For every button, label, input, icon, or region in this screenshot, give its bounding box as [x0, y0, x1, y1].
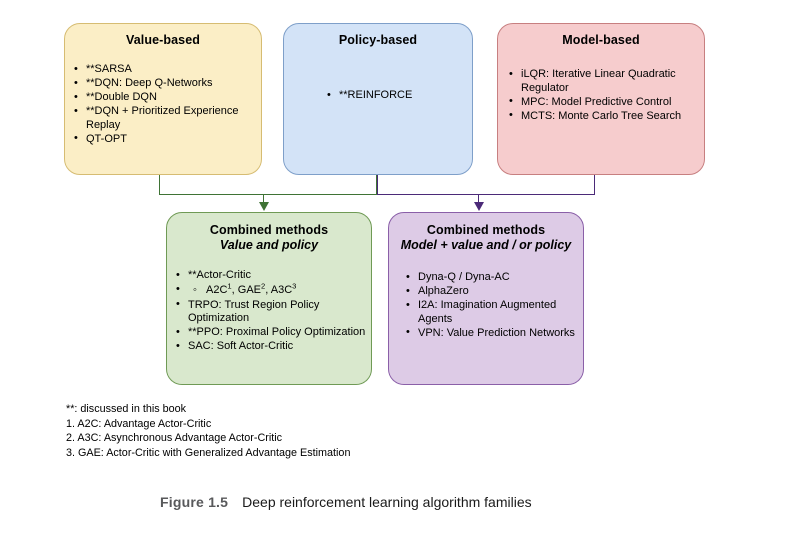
connector-green-from-policy-based [376, 175, 378, 195]
sub-item-sep2: , [265, 284, 271, 297]
sub-list-item: A2C1, GAE2, A3C3 [175, 281, 371, 298]
sub-item-a3c-sup: 3 [292, 281, 297, 291]
box-policy-based: Policy-based **REINFORCE [283, 23, 473, 175]
box-combined-model-value-policy-subtitle: Model + value and / or policy [400, 238, 572, 252]
list-item-sub-wrapper: A2C1, GAE2, A3C3 [175, 281, 371, 298]
footnote-line: 2. A3C: Asynchronous Advantage Actor-Cri… [66, 432, 283, 445]
sub-item-a2c: A2C [206, 284, 228, 297]
list-item: MPC: Model Predictive Control [508, 95, 704, 110]
arrowhead-green-icon [259, 202, 269, 211]
list-item: **DQN: Deep Q-Networks [73, 77, 261, 91]
box-value-based-list: **SARSA **DQN: Deep Q-Networks **Double … [73, 63, 261, 147]
footnote-line: 3. GAE: Actor-Critic with Generalized Ad… [66, 446, 351, 459]
sub-item-sep1: , [231, 284, 238, 297]
box-combined-value-policy-title: Combined methods [209, 223, 329, 237]
box-combined-model-value-policy-list: Dyna-Q / Dyna-AC AlphaZero I2A: Imaginat… [405, 271, 583, 340]
arrowhead-purple-icon [474, 202, 484, 211]
list-item: AlphaZero [405, 285, 583, 299]
sub-item-gae: GAE [237, 284, 261, 297]
box-policy-based-list: **REINFORCE [326, 89, 472, 103]
footnote-line: 1. A2C: Advantage Actor-Critic [66, 417, 212, 430]
connector-green-to-combined-vp [263, 194, 265, 207]
figure-caption-label: Figure 1.5 [160, 494, 229, 510]
figure-caption-text: Deep reinforcement learning algorithm fa… [242, 494, 532, 510]
list-item: I2A: Imagination Augmented Agents [405, 299, 583, 326]
sub-item-a2c-sup: 1 [227, 281, 232, 291]
list-item: MCTS: Monte Carlo Tree Search [508, 109, 704, 124]
list-item: **Double DQN [73, 91, 261, 105]
box-value-based-title: Value-based [125, 33, 201, 47]
list-item: **DQN + Prioritized Experience Replay [73, 105, 261, 132]
box-combined-value-policy: Combined methods Value and policy **Acto… [166, 212, 372, 385]
sub-item-a3c: A3C [270, 284, 293, 297]
list-item: **Actor-Critic [175, 269, 371, 283]
list-item: **PPO: Proximal Policy Optimization [175, 326, 371, 340]
figure-caption: Figure 1.5 Deep reinforcement learning al… [160, 492, 532, 512]
list-item: SAC: Soft Actor-Critic [175, 340, 371, 354]
box-value-based: Value-based **SARSA **DQN: Deep Q-Networ… [64, 23, 262, 175]
box-model-based: Model-based iLQR: Iterative Linear Quadr… [497, 23, 705, 175]
connector-purple-from-model-based [594, 175, 596, 195]
box-combined-value-policy-subtitle: Value and policy [219, 238, 319, 252]
list-item: TRPO: Trust Region Policy Optimization [175, 298, 371, 326]
list-item: **SARSA [73, 63, 261, 77]
sub-item-gae-sup: 2 [261, 281, 266, 291]
connector-purple-from-policy-based [377, 175, 379, 195]
box-combined-model-value-policy: Combined methods Model + value and / or … [388, 212, 584, 385]
connector-purple-horizontal [377, 194, 595, 196]
connector-green-horizontal [159, 194, 377, 196]
list-item: QT-OPT [73, 132, 261, 147]
list-item: iLQR: Iterative Linear Quadratic Regulat… [508, 67, 704, 95]
connector-purple-to-combined-mvp [478, 194, 480, 207]
box-combined-value-policy-sublist: A2C1, GAE2, A3C3 [175, 281, 371, 298]
box-policy-based-title: Policy-based [338, 33, 418, 47]
box-model-based-list: iLQR: Iterative Linear Quadratic Regulat… [508, 67, 704, 124]
connector-green-from-value-based [159, 175, 161, 195]
list-item: **REINFORCE [326, 89, 472, 103]
box-combined-value-policy-list: **Actor-Critic A2C1, GAE2, A3C3 TRPO: Tr… [175, 269, 371, 354]
list-item: VPN: Value Prediction Networks [405, 326, 583, 341]
box-combined-model-value-policy-title: Combined methods [426, 223, 546, 237]
box-model-based-title: Model-based [562, 33, 640, 47]
list-item: Dyna-Q / Dyna-AC [405, 271, 583, 285]
footnote-line: **: discussed in this book [66, 403, 187, 415]
footnotes: **: discussed in this book 1. A2C: Advan… [66, 402, 350, 460]
